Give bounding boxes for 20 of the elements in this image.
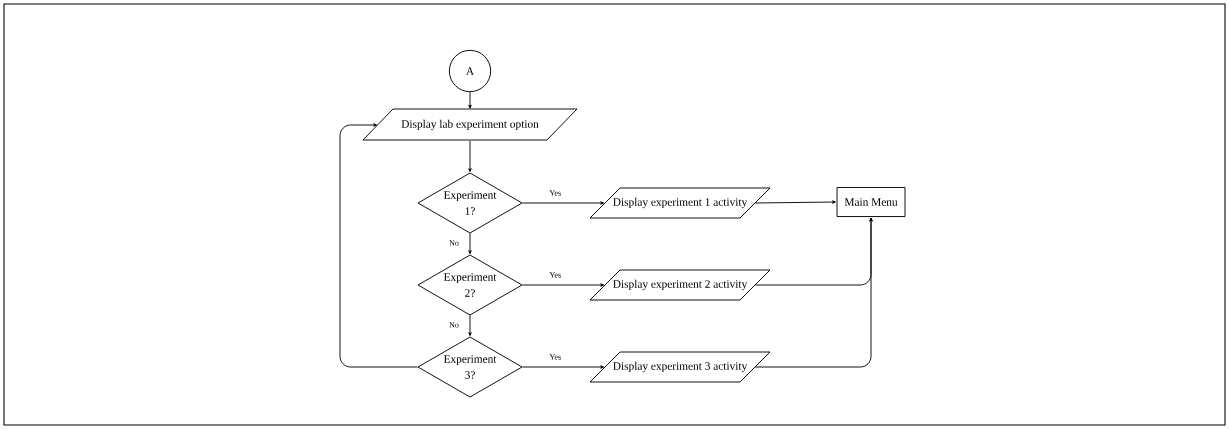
io-parallelogram: Display lab experiment option bbox=[362, 108, 578, 141]
arrow bbox=[468, 232, 472, 255]
arrow bbox=[521, 283, 605, 287]
edge-label: Yes bbox=[548, 271, 563, 279]
process-box: Main Menu bbox=[836, 187, 906, 217]
arrow bbox=[754, 200, 836, 204]
arrow bbox=[468, 314, 472, 337]
io-parallelogram: Display experiment 3 activity bbox=[589, 351, 771, 383]
arrow bbox=[521, 365, 605, 369]
edge-label: Yes bbox=[548, 189, 563, 197]
arrow bbox=[754, 217, 873, 368]
arrow bbox=[468, 91, 472, 109]
edge-label: Yes bbox=[548, 353, 563, 361]
edge-label: No bbox=[447, 320, 461, 329]
edge-label: No bbox=[447, 238, 461, 247]
arrow bbox=[521, 201, 605, 205]
arrow bbox=[468, 140, 472, 173]
io-parallelogram: Display experiment 2 activity bbox=[589, 269, 771, 301]
io-parallelogram: Display experiment 1 activity bbox=[589, 187, 771, 219]
arrow bbox=[339, 123, 419, 368]
